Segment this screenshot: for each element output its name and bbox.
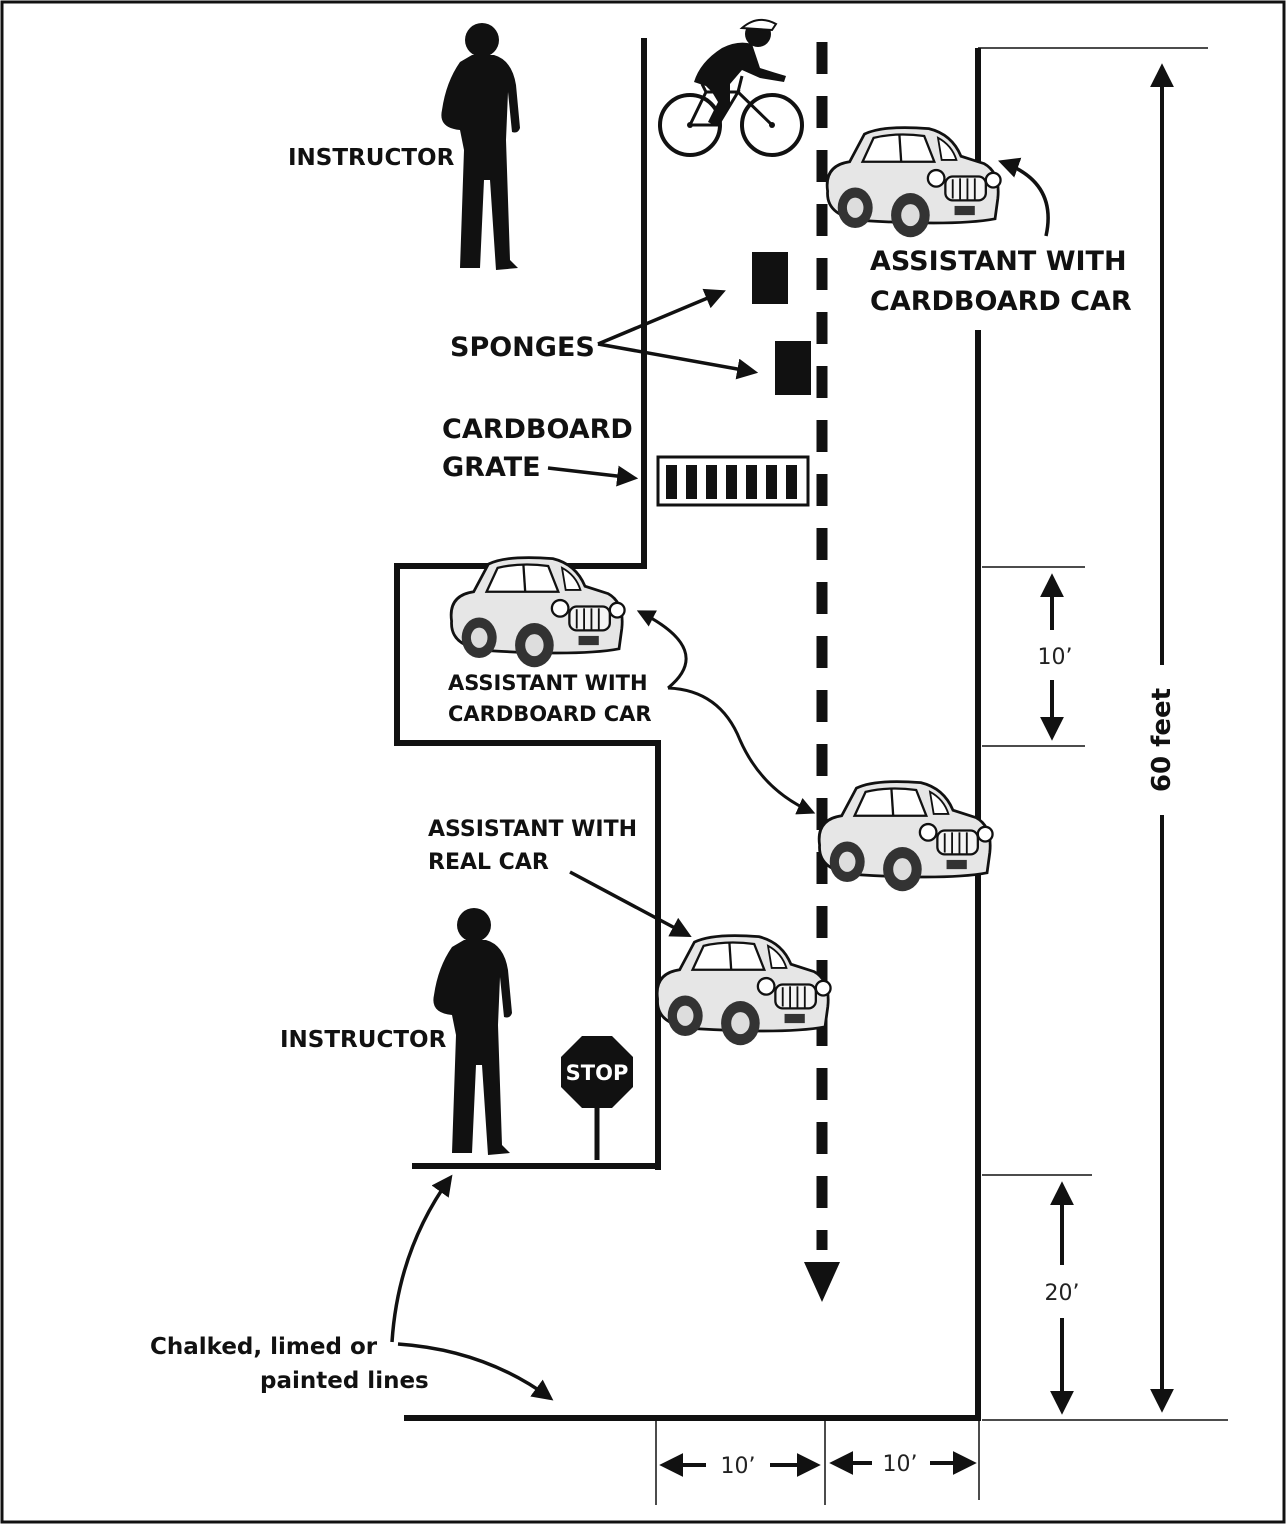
pointer-arrow bbox=[667, 686, 816, 815]
pointer-arrow bbox=[569, 870, 692, 937]
instructor-top-label: INSTRUCTOR bbox=[288, 145, 455, 171]
grate-icon bbox=[656, 455, 810, 507]
bicyclist-icon bbox=[658, 18, 804, 157]
direction-arrow-icon bbox=[804, 1262, 840, 1302]
pointer-arrow bbox=[597, 288, 726, 346]
assistant-cardboard-right-label-line2: CARDBOARD CAR bbox=[870, 286, 1132, 317]
dimension-60-feet: 60 feet bbox=[1147, 63, 1177, 1413]
assistant-cardboard-left-label-line1: ASSISTANT WITH bbox=[448, 671, 648, 695]
dimension-driveway-width: 10’ bbox=[1038, 573, 1073, 741]
stop-sign-label: STOP bbox=[566, 1061, 629, 1085]
pointer-arrow bbox=[597, 342, 759, 380]
pointer-arrow bbox=[390, 1174, 453, 1343]
sponges-label: SPONGES bbox=[450, 332, 595, 363]
pointer-arrow bbox=[397, 1342, 554, 1401]
lane-right-label: 10’ bbox=[883, 1452, 918, 1477]
dimension-stop-setback: 20’ bbox=[1045, 1181, 1080, 1415]
dimension-60-feet-label: 60 feet bbox=[1147, 688, 1177, 792]
sponge-icon bbox=[775, 341, 811, 395]
stop-setback-label: 20’ bbox=[1045, 1281, 1080, 1306]
dimension-lanes: 10’ 10’ bbox=[659, 1451, 977, 1479]
pointer-arrow bbox=[998, 157, 1050, 237]
assistant-cardboard-right-label-line1: ASSISTANT WITH bbox=[870, 246, 1127, 277]
assistant-cardboard-left-label-line2: CARDBOARD CAR bbox=[448, 702, 652, 726]
driveway-width-label: 10’ bbox=[1038, 645, 1073, 670]
curb-lines bbox=[394, 38, 981, 1421]
lane-left-label: 10’ bbox=[721, 1454, 756, 1479]
assistant-real-label-line1: ASSISTANT WITH bbox=[428, 817, 637, 842]
cardboard-grate-label-line2: GRATE bbox=[442, 452, 541, 483]
instructor-bottom-label: INSTRUCTOR bbox=[280, 1027, 447, 1053]
pointer-arrow bbox=[547, 465, 639, 487]
assistant-real-label-line2: REAL CAR bbox=[428, 850, 549, 875]
car-icon bbox=[449, 556, 626, 669]
car-icon bbox=[655, 934, 832, 1047]
sponge-icon bbox=[752, 252, 788, 304]
lines-note-label-line1: Chalked, limed or bbox=[150, 1334, 378, 1360]
stop-sign-icon: STOP bbox=[561, 1036, 633, 1160]
center-line bbox=[804, 42, 840, 1302]
car-icon bbox=[825, 126, 1002, 239]
car-icon bbox=[817, 780, 994, 893]
cardboard-grate-label-line1: CARDBOARD bbox=[442, 414, 633, 445]
lines-note-label-line2: painted lines bbox=[260, 1368, 429, 1394]
pointer-arrow bbox=[636, 610, 688, 690]
